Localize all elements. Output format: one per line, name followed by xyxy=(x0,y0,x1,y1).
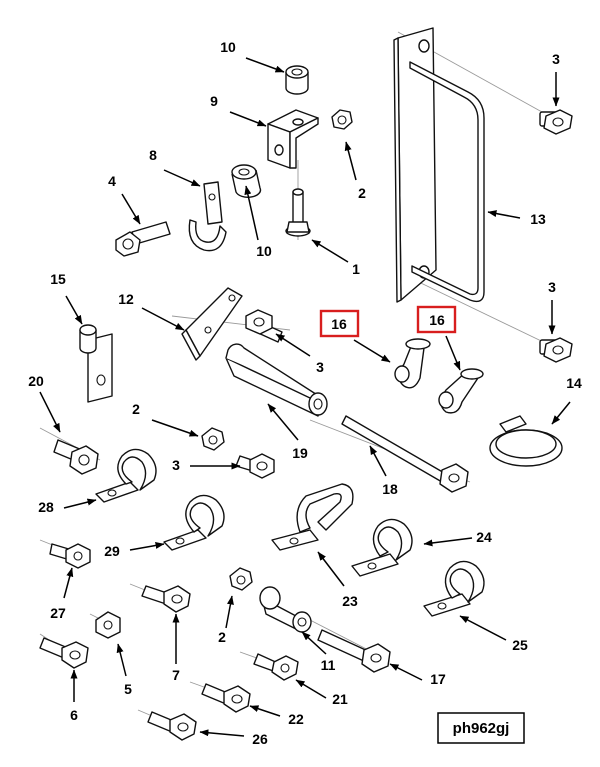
part-11-spacer xyxy=(259,586,312,633)
part-18-long-bolt xyxy=(341,415,469,493)
callout-label: 19 xyxy=(292,445,308,461)
callout-label: 20 xyxy=(28,373,44,389)
part-16-elbow-right xyxy=(438,368,484,414)
part-13-handle-bracket xyxy=(393,27,485,303)
callout-label: 14 xyxy=(566,375,582,391)
callout-label: 23 xyxy=(342,593,358,609)
callout-label: 8 xyxy=(149,147,157,163)
part-27-bolt xyxy=(49,543,91,569)
callout-label: 21 xyxy=(332,691,348,707)
callout-label-16-left: 16 xyxy=(331,316,347,332)
callout-label: 2 xyxy=(132,401,140,417)
callout-label: 2 xyxy=(218,629,226,645)
part-28-clamp xyxy=(95,448,157,503)
callout-label: 11 xyxy=(321,657,336,673)
part-19-tube xyxy=(225,343,328,417)
callout-label: 5 xyxy=(124,681,132,697)
part-14-hose-clamp xyxy=(489,415,563,467)
part-17-bolt xyxy=(317,629,391,673)
part-10-spacer-mid xyxy=(231,164,262,198)
part-7-bolt xyxy=(141,585,191,613)
diagram-code: ph962gj xyxy=(453,720,510,737)
callout-label: 3 xyxy=(316,359,324,375)
callout-label: 22 xyxy=(288,711,304,727)
callout-16-highlight-right xyxy=(416,305,457,334)
callout-label: 24 xyxy=(476,529,492,545)
leader-lines xyxy=(39,57,571,737)
part-1-flange-bolt xyxy=(285,188,311,237)
callout-label: 29 xyxy=(104,543,120,559)
part-4-bolt xyxy=(115,221,171,257)
part-5-nut xyxy=(95,611,121,639)
callout-label: 10 xyxy=(220,39,236,55)
callout-label: 17 xyxy=(430,671,446,687)
part-3-screw-lower xyxy=(539,337,573,363)
part-8-clamp xyxy=(188,181,227,252)
part-2-flange-nut-top xyxy=(331,109,353,130)
part-10-spacer-top xyxy=(285,65,309,95)
callout-label: 26 xyxy=(252,731,268,747)
diagram-code-box xyxy=(437,712,525,744)
callout-label: 10 xyxy=(256,243,272,259)
part-3-screw-middle xyxy=(245,309,283,343)
part-20-bolt xyxy=(53,439,99,475)
callout-label: 4 xyxy=(108,173,116,189)
part-3-screw-top xyxy=(539,109,573,135)
callout-label: 15 xyxy=(50,271,66,287)
part-16-elbow-left xyxy=(394,338,431,389)
callout-16-highlight-left xyxy=(319,309,360,338)
part-26-bolt xyxy=(147,711,197,741)
part-23-clamp xyxy=(271,483,354,551)
callout-label: 3 xyxy=(552,51,560,67)
callout-label: 6 xyxy=(70,707,78,723)
callout-label: 27 xyxy=(50,605,66,621)
part-22-bolt xyxy=(201,683,251,713)
callout-label: 18 xyxy=(382,481,398,497)
callout-label: 3 xyxy=(172,457,180,473)
callout-label: 1 xyxy=(352,261,360,277)
callout-label: 25 xyxy=(512,637,528,653)
part-3-screw-bottom xyxy=(235,453,275,479)
part-24-clamp xyxy=(351,518,413,577)
part-6-bolt xyxy=(39,637,89,669)
callout-labels: 10 9 8 4 10 2 1 3 13 3 15 12 3 16 16 14 … xyxy=(28,39,582,747)
callout-label-16-right: 16 xyxy=(429,312,445,328)
part-12-bracket-strip xyxy=(181,287,243,361)
part-2-flange-nut-low xyxy=(229,567,253,591)
callout-label: 7 xyxy=(172,667,180,683)
callout-label: 3 xyxy=(548,279,556,295)
callout-label: 13 xyxy=(530,211,546,227)
part-25-clamp xyxy=(423,560,485,617)
callout-label: 12 xyxy=(118,291,134,307)
part-21-bolt xyxy=(253,653,299,681)
part-29-clamp xyxy=(163,494,225,551)
part-9-angle-bracket xyxy=(267,109,319,169)
callout-label: 2 xyxy=(358,185,366,201)
callout-label: 9 xyxy=(210,93,218,109)
callout-label: 28 xyxy=(38,499,54,515)
part-2-flange-nut-mid xyxy=(201,427,225,451)
part-15-plate xyxy=(79,324,113,403)
